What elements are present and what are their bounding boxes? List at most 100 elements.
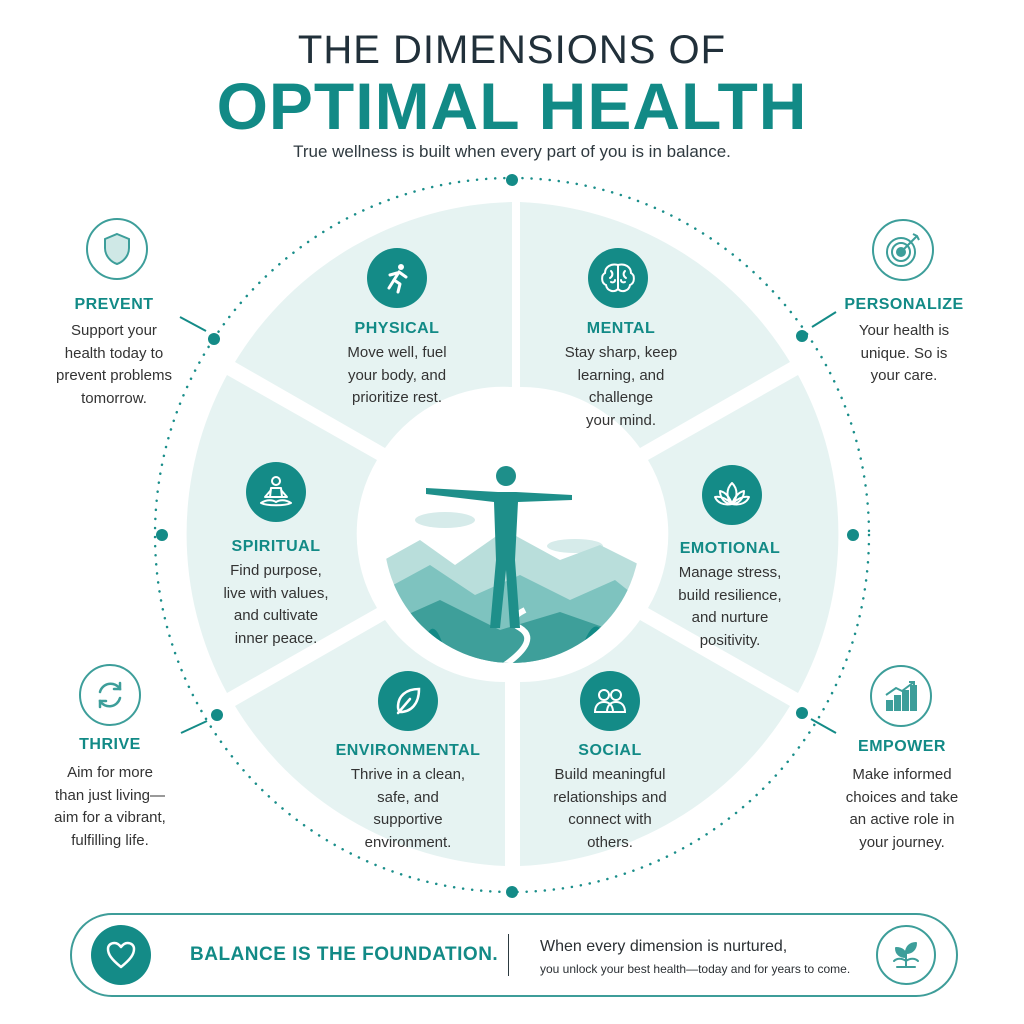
- ring-dot-top: [506, 174, 518, 186]
- description-line: your mind.: [585, 411, 657, 429]
- lotus-icon: [702, 465, 762, 525]
- ring-dot-bottom: [506, 886, 518, 898]
- description-line: inner peace.: [234, 629, 318, 647]
- dimension-mental: MENTAL Stay sharp, keep learning, and ch…: [531, 320, 711, 432]
- banner-divider: [508, 934, 509, 976]
- description-line: environment.: [364, 833, 452, 851]
- dimension-label: EMOTIONAL: [679, 540, 781, 557]
- target-icon: [872, 219, 934, 281]
- meditation-icon: [246, 462, 306, 522]
- ring-dot-empower: [796, 707, 808, 719]
- description-line: Manage stress,: [678, 564, 782, 581]
- side-description: Aim for more than just living— aim for a…: [30, 762, 190, 852]
- description-line: connect with: [568, 811, 652, 828]
- dimension-label: MENTAL: [586, 320, 656, 337]
- description-line: Build meaningful: [554, 766, 666, 783]
- description-line: your care.: [870, 367, 938, 384]
- side-thrive: THRIVE Aim for more than just living— ai…: [30, 736, 190, 852]
- connector-empower: [810, 718, 837, 734]
- segment-emotional: [648, 375, 839, 693]
- growth-chart-icon: [870, 665, 932, 727]
- description-line: unique. So is: [860, 344, 948, 362]
- heart-icon: [91, 925, 151, 985]
- side-title: EMPOWER: [858, 738, 946, 755]
- side-title: PREVENT: [74, 296, 154, 313]
- description-line: prioritize rest.: [351, 389, 443, 406]
- dimension-environmental: ENVIRONMENTAL Thrive in a clean, safe, a…: [318, 742, 498, 854]
- outer-dotted-ring: [153, 176, 871, 894]
- banner-heading: BALANCE IS THE FOUNDATION.: [190, 944, 499, 965]
- side-title: PERSONALIZE: [844, 296, 964, 313]
- dimension-label: SOCIAL: [578, 742, 642, 759]
- banner-line1: When every dimension is nurtured,: [540, 938, 788, 955]
- subtitle: True wellness is built when every part o…: [293, 142, 731, 161]
- dimension-physical: PHYSICAL Move well, fuel your body, and …: [307, 320, 487, 410]
- description-line: live with values,: [223, 584, 329, 602]
- description-line: and nurture: [691, 609, 769, 626]
- title-line1: THE DIMENSIONS OF: [297, 28, 727, 72]
- description-line: relationships and: [553, 788, 667, 806]
- description-line: and cultivate: [233, 607, 319, 624]
- dimension-description: Move well, fuel your body, and prioritiz…: [307, 342, 487, 410]
- description-line: safe, and: [377, 788, 439, 806]
- cycle-arrows-icon: [79, 664, 141, 726]
- description-line: Make informed: [852, 766, 952, 783]
- description-line: choices and take: [845, 788, 959, 806]
- side-title: THRIVE: [79, 736, 141, 753]
- description-line: Stay sharp, keep: [564, 344, 678, 361]
- page-title: OPTIMAL HEALTH: [216, 69, 808, 143]
- ring-dot-prevent: [208, 333, 220, 345]
- footer-banner: [70, 913, 958, 997]
- sprout-icon: [876, 925, 936, 985]
- dimension-description: Find purpose, live with values, and cult…: [186, 560, 366, 650]
- description-line: Aim for more: [67, 764, 153, 781]
- people-icon: [580, 671, 640, 731]
- dimension-description: Thrive in a clean, safe, and supportive …: [318, 764, 498, 854]
- segment-physical: [235, 202, 512, 448]
- description-line: prevent problems: [56, 367, 172, 384]
- person-figure: [426, 466, 572, 628]
- description-line: supportive: [373, 811, 443, 828]
- running-person-icon: [367, 248, 427, 308]
- description-line: tomorrow.: [81, 389, 147, 407]
- leaf-icon: [378, 671, 438, 731]
- dimension-social: SOCIAL Build meaningful relationships an…: [520, 742, 700, 854]
- segment-environmental: [235, 620, 505, 866]
- description-line: Find purpose,: [230, 562, 322, 579]
- description-line: than just living—: [54, 786, 166, 804]
- ring-dot-personalize: [796, 330, 808, 342]
- segment-mental: [520, 202, 790, 448]
- mountain-front: [384, 600, 640, 663]
- description-line: your body, and: [347, 366, 447, 384]
- description-line: fulfilling life.: [71, 831, 149, 849]
- description-line: others.: [587, 833, 633, 851]
- description-line: your journey.: [859, 833, 945, 851]
- side-empower: EMPOWER Make informed choices and take a…: [822, 738, 982, 854]
- dimension-description: Manage stress, build resilience, and nur…: [640, 562, 820, 652]
- connector-thrive: [180, 720, 208, 734]
- connector-personalize: [811, 311, 837, 328]
- description-line: Move well, fuel: [347, 344, 447, 361]
- dimension-description: Stay sharp, keep learning, and challenge…: [531, 342, 711, 432]
- description-line: Support your: [71, 322, 157, 339]
- side-description: Your health is unique. So is your care.: [826, 320, 982, 388]
- banner-line2: you unlock your best health—today and fo…: [540, 962, 851, 976]
- dimension-emotional: EMOTIONAL Manage stress, build resilienc…: [640, 540, 820, 652]
- ring-dot-left: [156, 529, 168, 541]
- dimension-description: Build meaningful relationships and conne…: [520, 764, 700, 854]
- ring-dot-right: [847, 529, 859, 541]
- side-prevent: PREVENT Support your health today to pre…: [34, 296, 194, 410]
- description-line: challenge: [588, 389, 654, 406]
- description-line: Thrive in a clean,: [350, 766, 466, 783]
- side-personalize: PERSONALIZE Your health is unique. So is…: [826, 296, 982, 388]
- description-line: health today to: [64, 344, 164, 362]
- ring-dot-thrive: [211, 709, 223, 721]
- description-line: build resilience,: [678, 586, 782, 604]
- dimension-label: ENVIRONMENTAL: [335, 742, 481, 759]
- shield-icon: [86, 218, 148, 280]
- dimension-spiritual: SPIRITUAL Find purpose, live with values…: [186, 538, 366, 650]
- brain-icon: [588, 248, 648, 308]
- description-line: learning, and: [577, 366, 665, 384]
- description-line: positivity.: [699, 631, 761, 649]
